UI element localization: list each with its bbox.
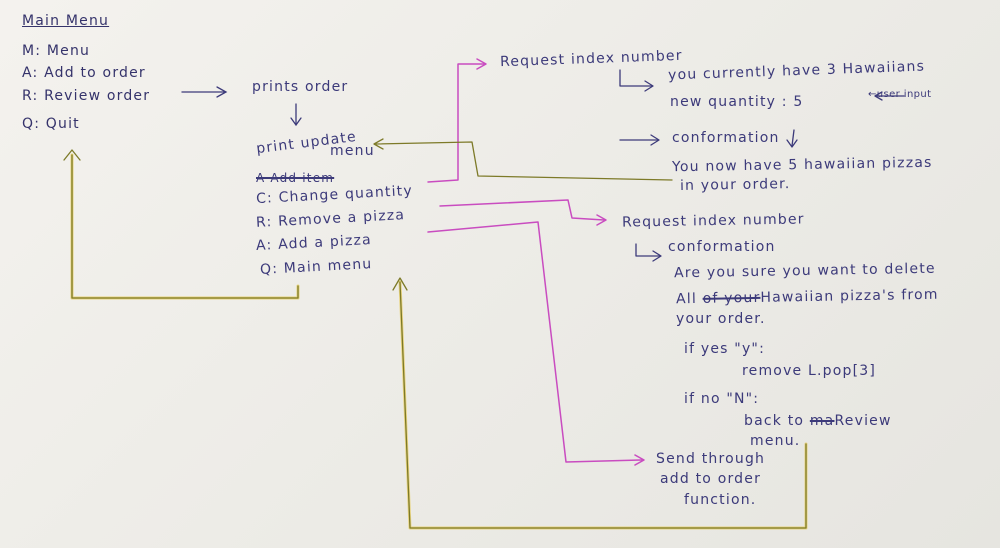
main-menu-item-add: A: Add to order [22, 65, 146, 81]
rm-yes-action: remove L.pop[3] [742, 363, 877, 379]
back-to-menu-connector [392, 277, 808, 530]
cq-result-line2: in your order. [679, 176, 791, 194]
return-to-update-menu-connector [373, 138, 673, 181]
remove-pizza-connector [439, 199, 607, 226]
update-menu-title-line2: menu [330, 143, 375, 159]
rm-if-no: if no "N": [684, 391, 760, 407]
rm-no-action-line2: menu. [750, 433, 801, 449]
rm-no-action-suffix: Review [834, 413, 892, 429]
rm-confirm-line2-prefix: All [675, 290, 698, 308]
update-menu-struck-item: A-Add item [256, 171, 335, 185]
main-menu-title: Main Menu [22, 13, 110, 29]
rm-no-action-struck: ma [809, 413, 835, 429]
review-arrow [181, 86, 228, 98]
down-arrow [290, 103, 302, 127]
hook-arrows [619, 69, 905, 262]
add-pizza-connector [427, 221, 645, 466]
rm-no-action-prefix: back to [744, 413, 805, 429]
cq-user-input-note: ←user input [868, 89, 932, 100]
add-flow-line1: Send through [656, 451, 766, 467]
rm-confirm-line2-struck: of your [702, 289, 761, 307]
rm-confirm-line3: your order. [676, 311, 766, 327]
rm-if-yes: if yes "y": [684, 341, 765, 357]
rm-no-action: back to maReview [744, 414, 892, 428]
change-quantity-connector [427, 58, 487, 183]
cq-new-quantity: new quantity : 5 [670, 94, 804, 110]
rm-confirm-line2-suffix: Hawaiian pizza's from [760, 286, 939, 306]
main-menu-item-quit: Q: Quit [22, 116, 80, 132]
add-flow-line3: function. [684, 492, 757, 508]
prints-order-label: prints order [252, 79, 349, 95]
add-flow-line2: add to order [660, 471, 762, 487]
quit-loop-connector [63, 149, 300, 300]
rm-request-index: Request index number [621, 211, 805, 231]
cq-confirmation: conformation [672, 130, 780, 146]
main-menu-item-menu: M: Menu [22, 43, 91, 59]
rm-confirmation: conformation [668, 239, 776, 255]
main-menu-item-review: R: Review order [22, 88, 151, 104]
